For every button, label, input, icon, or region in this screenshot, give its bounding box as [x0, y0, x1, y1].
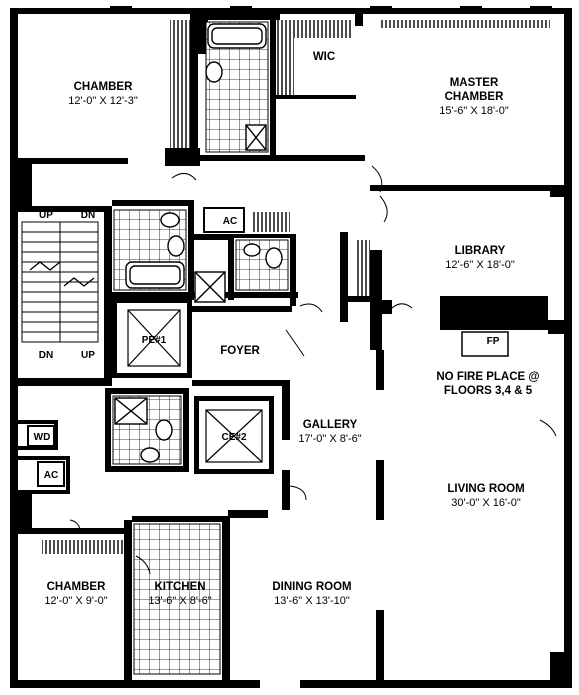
closets — [42, 20, 550, 554]
tiled-areas — [112, 21, 289, 675]
ce2-label: CE#2 — [221, 432, 246, 443]
stair-up-bottom: UP — [81, 350, 95, 361]
ac-left-label: AC — [44, 470, 58, 481]
stair-dn-bottom: DN — [39, 350, 53, 361]
chamber-bottom-name: CHAMBER — [47, 581, 106, 593]
kitchen-dims: 13'-6" X 8'-6" — [148, 595, 211, 607]
stairs — [21, 221, 99, 343]
master-chamber-dims: 15'-6" X 18'-0" — [439, 105, 509, 117]
gallery-dims: 17'-0" X 8'-6" — [298, 433, 361, 445]
wd-label: WD — [34, 432, 51, 443]
toilet — [205, 61, 223, 83]
library-name: LIBRARY — [455, 245, 506, 257]
toilet — [265, 247, 283, 269]
fireplace-note-1: NO FIRE PLACE @ — [436, 371, 539, 383]
stair-labels: UP DN DN UP — [39, 210, 95, 361]
fireplace-label: FP — [487, 336, 500, 347]
dining-room-name: DINING ROOM — [272, 581, 351, 593]
toilet — [167, 235, 185, 257]
sink — [160, 212, 180, 228]
living-room-dims: 30'-0" X 16'-0" — [451, 497, 521, 509]
foyer-name: FOYER — [220, 345, 260, 357]
sink — [243, 243, 261, 257]
ac-upper-label: AC — [223, 216, 237, 227]
bath-fixtures — [114, 23, 283, 463]
fixture-labels: AC AC WD FP PE#1 CE#2 NO FIRE PLACE @ FL… — [34, 216, 540, 481]
stair-dn-top: DN — [81, 210, 95, 221]
master-chamber-name-2: CHAMBER — [445, 91, 504, 103]
toilet — [155, 419, 173, 441]
pe1-label: PE#1 — [142, 335, 167, 346]
shaft-marks — [127, 309, 263, 463]
wic-label: WIC — [313, 51, 335, 63]
chamber-top-name: CHAMBER — [74, 81, 133, 93]
library-dims: 12'-6" X 18'-0" — [445, 259, 515, 271]
stair-up-top: UP — [39, 210, 53, 221]
room-labels: CHAMBER 12'-0" X 12'-3" WIC MASTER CHAMB… — [44, 51, 524, 607]
dining-room-dims: 13'-6" X 13'-10" — [274, 595, 350, 607]
kitchen-name: KITCHEN — [154, 581, 205, 593]
chamber-top-dims: 12'-0" X 12'-3" — [68, 95, 138, 107]
door-swings — [69, 165, 557, 575]
chamber-bottom-dims: 12'-0" X 9'-0" — [44, 595, 107, 607]
master-chamber-name-1: MASTER — [450, 77, 499, 89]
fireplace-note-2: FLOORS 3,4 & 5 — [444, 385, 533, 397]
living-room-name: LIVING ROOM — [447, 483, 524, 495]
ac-units — [27, 207, 245, 487]
gallery-name: GALLERY — [303, 419, 358, 431]
sink — [140, 447, 160, 463]
